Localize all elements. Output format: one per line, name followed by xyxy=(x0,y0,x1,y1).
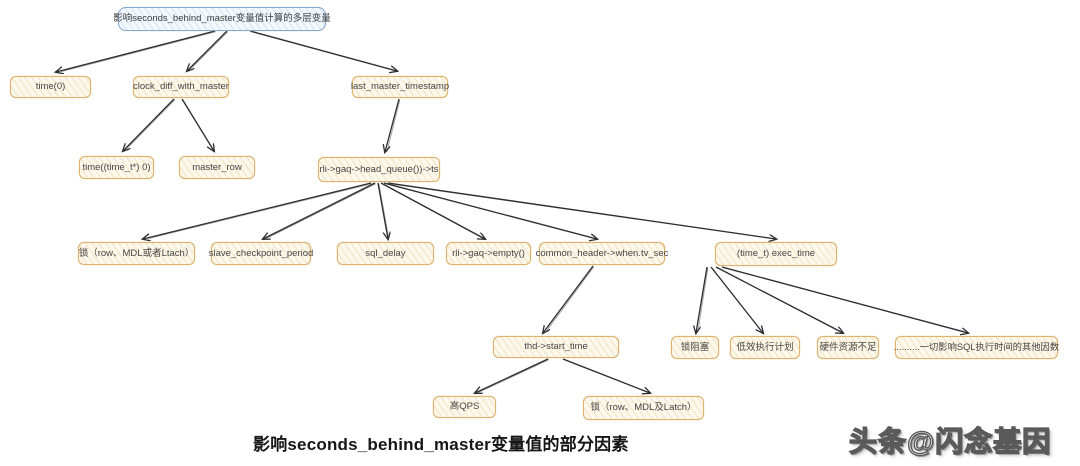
node-root: 影响seconds_behind_master变量值计算的多层变量 xyxy=(113,7,331,31)
edge-rli-empty xyxy=(380,182,485,239)
edge-common-thd-start xyxy=(543,265,594,333)
node-high-qps: 高QPS xyxy=(433,396,496,418)
node-inefficient-plan: 低效执行计划 xyxy=(730,336,800,359)
edge-rli-lock1 xyxy=(143,182,372,239)
node-clock-diff-with-master: clock_diff_with_master xyxy=(133,76,229,98)
edge-clock-time-t0 xyxy=(123,98,175,151)
node-other-factors: ..........一切影响SQL执行时间的其他因数 xyxy=(894,336,1059,359)
edge-rli-slave-checkpoint xyxy=(263,182,376,239)
edge-exec-lock-blocking xyxy=(696,266,708,333)
edge-exec-other-factors xyxy=(721,266,968,333)
node-sql-delay: sql_delay xyxy=(337,242,434,265)
node-rli-gaq-head-queue-ts: rli->gaq->head_queue())->ts xyxy=(318,157,440,182)
brand-watermark: 头条@闪念基因 xyxy=(848,425,1052,457)
edge-thd-lock2 xyxy=(562,358,650,393)
edge-rli-exec-time xyxy=(387,182,776,239)
node-time-t-exec-time: (time_t) exec_time xyxy=(715,242,837,266)
edge-root-last-master xyxy=(249,30,397,71)
node-time-time-t-0: time((time_t*) 0) xyxy=(79,156,154,179)
node-lock-row-mdl-ltach: 锁（row、MDL或者Ltach） xyxy=(78,242,195,265)
node-lock-blocking: 锁阻塞 xyxy=(671,336,719,359)
edge-root-time0 xyxy=(56,30,216,72)
edge-clock-master-row xyxy=(181,98,214,151)
edge-exec-inefficient-plan xyxy=(710,266,763,333)
node-insufficient-hardware: 硬件资源不足 xyxy=(817,336,879,359)
node-time0: time(0) xyxy=(10,76,91,98)
node-thd-start-time: thd->start_time xyxy=(493,336,619,358)
node-lock-row-mdl-latch: 锁（row、MDL及Latch） xyxy=(583,396,704,420)
edge-rli-common-header xyxy=(383,182,597,239)
node-master-row: master_row xyxy=(179,156,255,179)
edge-root-clock-diff xyxy=(187,30,228,71)
edge-last-rli xyxy=(385,98,400,152)
edge-thd-high-qps xyxy=(475,358,549,393)
node-rli-gaq-empty: rli->gaq->empty() xyxy=(446,242,531,265)
node-last-master-timestamp: last_master_timestamp xyxy=(351,76,449,98)
node-common-header-when-tv-sec: common_header->when.tv_sec xyxy=(536,242,668,265)
edge-rli-sql-delay xyxy=(377,182,388,239)
edge-exec-insufficient-hw xyxy=(715,266,843,333)
node-slave-checkpoint-period: slave_checkpoint_period xyxy=(209,242,313,265)
diagram-caption: 影响seconds_behind_master变量值的部分因素 xyxy=(253,435,629,454)
